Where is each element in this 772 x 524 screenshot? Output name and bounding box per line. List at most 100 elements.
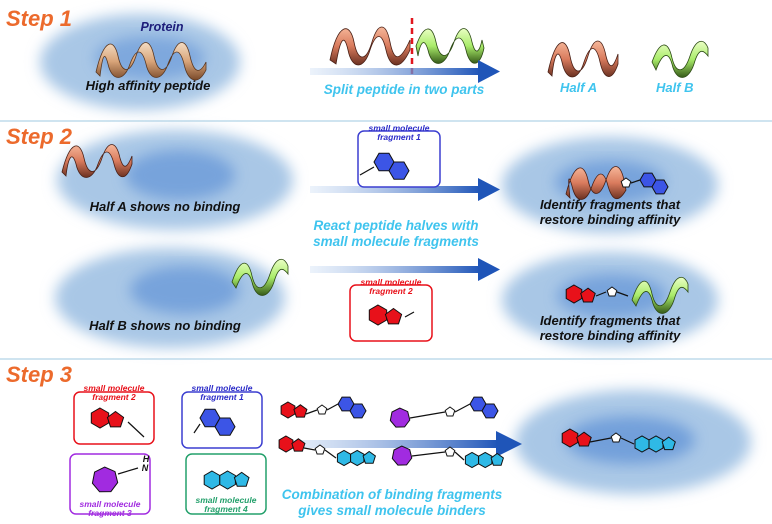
combo1-triazole — [316, 404, 328, 415]
s2-complex-a-link — [630, 179, 641, 184]
identify-b-l1: Identify fragments that — [539, 313, 681, 328]
combo3-red-pent — [291, 438, 306, 452]
combo1-red-pent — [293, 404, 308, 418]
combo3-red-hex — [278, 435, 294, 453]
protein-cloud-half-a — [57, 130, 293, 230]
step1-title: Step 1 — [6, 6, 73, 31]
combo2-purple-hept — [389, 407, 411, 428]
molecule-group — [90, 152, 676, 493]
combo4-l1 — [411, 451, 446, 457]
s2-complex-b-frag2-hex — [565, 284, 583, 304]
protein-cloud-step3 — [515, 390, 751, 494]
helix-split-green — [415, 28, 485, 64]
combo4-l2 — [454, 451, 465, 461]
s3-frag4-hex-a — [203, 470, 221, 490]
s3-frag2-l2: fragment 2 — [92, 392, 136, 402]
combo4-teal-hex-b — [478, 451, 493, 469]
s3-frag1-l1: small molecule — [191, 383, 253, 393]
s3-frag2-l1: small molecule — [83, 383, 145, 393]
combination-l1: Combination of binding fragments — [281, 487, 503, 502]
combination-l2: gives small molecule binders — [298, 503, 486, 518]
combo1-l2 — [326, 403, 339, 411]
final-teal-hex-b — [648, 435, 664, 453]
helix-step2-half-a — [61, 144, 133, 178]
high-affinity-peptide-label: High affinity peptide — [85, 78, 211, 93]
s2-frag1-bond — [359, 166, 375, 176]
s3-frag3-l1: small molecule — [79, 499, 141, 509]
split-peptide-label: Split peptide in two parts — [323, 82, 485, 97]
final-triazole — [610, 432, 622, 443]
s2-frag2-pent — [384, 307, 403, 325]
step2-title: Step 2 — [6, 124, 73, 149]
s2-complex-a-triazole — [620, 177, 632, 188]
arrow-step1 — [310, 60, 500, 83]
combo3-l1 — [303, 447, 316, 451]
combo2-blue-ring-b — [481, 403, 499, 419]
combo3-l2 — [324, 449, 337, 459]
final-teal-hex-a — [634, 435, 650, 453]
combo3-teal-pent — [362, 450, 376, 464]
frag2-label-l1: small molecule — [360, 277, 422, 287]
arrow-step2-top — [310, 178, 500, 201]
s2-complex-b-frag2-pent — [580, 287, 596, 303]
final-l2 — [620, 437, 635, 445]
frag2-label-l2: fragment 2 — [369, 286, 413, 296]
box-frag1-step2 — [357, 130, 441, 188]
step3-title: Step 3 — [6, 362, 73, 387]
protein-cloud-half-b — [55, 248, 285, 348]
helix-full-in-protein — [95, 42, 207, 81]
half-a-no-binding: Half A shows no binding — [89, 199, 241, 214]
combo3-triazole — [314, 444, 326, 455]
half-b-label: Half B — [656, 80, 694, 95]
s3-frag3-hept — [91, 466, 119, 493]
s2-frag1-ring-b — [388, 161, 410, 180]
frag1-label-l2: fragment 1 — [377, 132, 421, 142]
s3-frag1-bond — [193, 423, 201, 434]
s2-frag2-bond — [404, 311, 415, 318]
identify-a-l1: Identify fragments that — [539, 197, 681, 212]
react-label-l1: React peptide halves with — [313, 218, 479, 233]
combo1-red-hex — [280, 401, 296, 419]
final-red-pent — [576, 431, 592, 447]
half-a-label: Half A — [560, 80, 598, 95]
helix-half-b — [651, 40, 709, 78]
helix-split-salmon — [329, 26, 411, 66]
final-teal-pent — [661, 436, 676, 451]
combo4-purple-hept — [391, 445, 413, 466]
s3-frag4-hex-b — [219, 470, 236, 490]
frag1-label-l1: small molecule — [368, 123, 430, 133]
combo4-teal-pent — [490, 452, 504, 466]
combo2-triazole — [444, 406, 456, 417]
arrow-step2-bottom — [310, 258, 500, 281]
half-b-no-binding: Half B shows no binding — [89, 318, 241, 333]
s3-frag2-pent — [106, 410, 125, 428]
s3-frag4-l1: small molecule — [195, 495, 257, 505]
s2-complex-b-triazole — [606, 286, 618, 297]
nh-label-h: H — [142, 454, 150, 464]
s3-frag1-ring-b — [214, 417, 236, 436]
identify-b-l2: restore binding affinity — [539, 328, 681, 343]
s2-complex-b-link — [595, 291, 607, 297]
combo2-l1 — [409, 411, 446, 419]
final-l1 — [589, 437, 612, 443]
combo4-triazole — [444, 446, 456, 457]
helix-identified-b — [631, 276, 689, 314]
arrow-step3 — [280, 431, 522, 457]
react-label-l2: small molecule fragments — [313, 234, 479, 249]
protein-label: Protein — [140, 20, 184, 34]
combo1-blue-ring-b — [349, 403, 367, 419]
identify-a-l2: restore binding affinity — [539, 212, 681, 227]
s2-complex-b-link2 — [616, 291, 629, 297]
combo3-teal-hex-b — [350, 449, 365, 467]
s3-frag3-bond — [117, 467, 139, 475]
s3-frag3-l2: fragment 3 — [88, 508, 132, 518]
s3-frag2-hex — [90, 407, 110, 429]
nh-label-n: N — [141, 463, 149, 473]
helix-half-a — [547, 40, 619, 78]
s3-frag4-l2: fragment 4 — [204, 504, 248, 514]
s3-frag1-l2: fragment 1 — [200, 392, 244, 402]
combo3-teal-hex-a — [336, 449, 352, 467]
combo1-l1 — [305, 409, 318, 415]
helix-step2-half-b — [231, 258, 289, 296]
